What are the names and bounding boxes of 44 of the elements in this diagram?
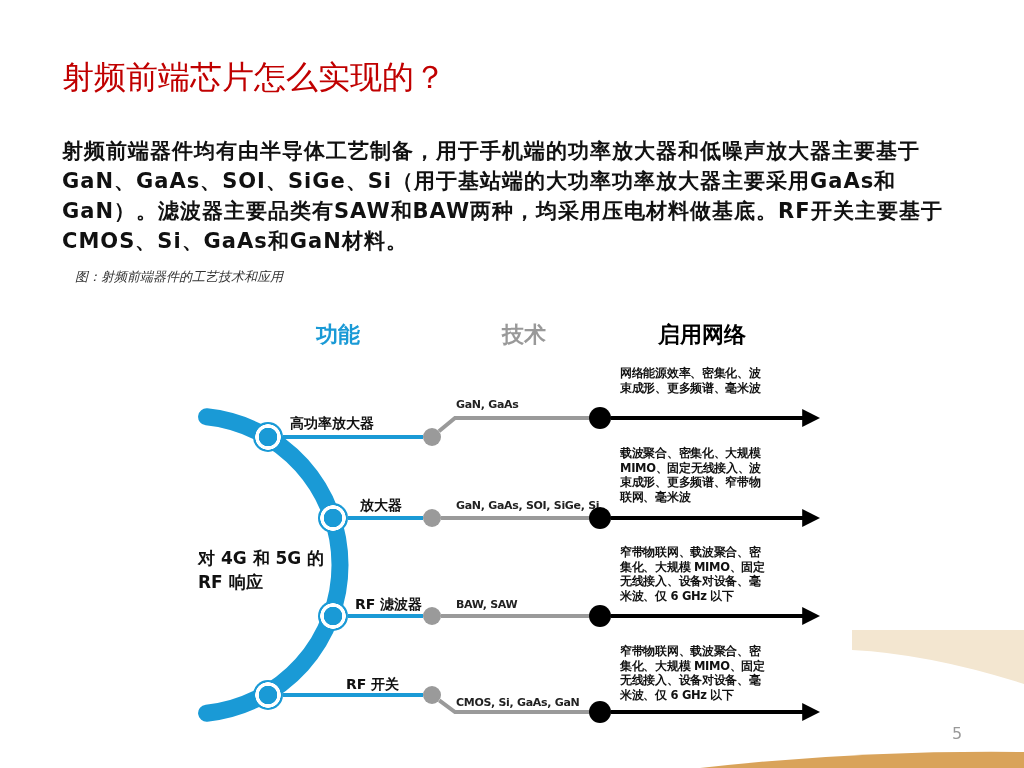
figure-caption: 图：射频前端器件的工艺技术和应用	[75, 268, 283, 286]
body-paragraph: 射频前端器件均有由半导体工艺制备，用于手机端的功率放大器和低噪声放大器主要基于GaN、GaAs、SOI、SiGe、Si（用于基站端的大功率功率放大器主要采用GaAs和GaN）。滤波器主要品类有SAW和BAW两种，均采用压电材料做基底。RF开关主要基于CMOS、Si、GaAs和GaN材料。	[62, 138, 944, 255]
connector-line	[283, 693, 423, 697]
arrow	[611, 409, 821, 427]
tech-dot	[423, 686, 441, 704]
technology-label: GaN, GaAs, SOI, SiGe, Si	[456, 499, 600, 512]
page-number: 5	[952, 724, 963, 743]
station-circle	[253, 680, 283, 710]
function-label: 高功率放大器	[290, 415, 374, 433]
network-feature-text: 窄带物联网、载波聚合、密集化、大规模 MIMO、固定无线接入、设备对设备、毫米波、仅 6 GHz 以下	[620, 644, 766, 702]
network-feature-text: 网络能源效率、密集化、波束成形、更多频谱、毫米波	[620, 366, 762, 395]
connector-line	[283, 435, 423, 439]
technology-label: GaN, GaAs	[456, 398, 519, 411]
connector-line	[437, 416, 589, 433]
arrow	[611, 607, 821, 625]
center-label: 对 4G 和 5G 的 RF 响应	[198, 547, 326, 594]
column-header: 启用网络	[658, 321, 746, 349]
arrow	[611, 509, 821, 527]
tech-dot	[423, 509, 441, 527]
connector-line	[441, 614, 589, 618]
function-label: RF 开关	[346, 676, 400, 694]
arrow	[611, 703, 821, 721]
slide-title: 射频前端芯片怎么实现的？	[62, 57, 446, 98]
network-dot	[589, 407, 611, 429]
connector-line	[438, 698, 589, 714]
network-dot	[589, 701, 611, 723]
function-label: 放大器	[360, 497, 402, 515]
station-circle	[318, 503, 348, 533]
network-feature-text: 窄带物联网、载波聚合、密集化、大规模 MIMO、固定无线接入、设备对设备、毫米波、仅 6 GHz 以下	[620, 545, 766, 603]
network-dot	[589, 507, 611, 529]
connector-line	[348, 516, 423, 520]
technology-label: BAW, SAW	[456, 598, 518, 611]
network-dot	[589, 605, 611, 627]
station-circle	[318, 601, 348, 631]
technology-label: CMOS, Si, GaAs, GaN	[456, 696, 580, 709]
tech-dot	[423, 428, 441, 446]
connector-line	[441, 516, 589, 520]
station-circle	[253, 422, 283, 452]
column-header: 技术	[502, 321, 546, 349]
network-feature-text: 载波聚合、密集化、大规模MIMO、固定无线接入、波束成形、更多频谱、窄带物联网、毫米波	[620, 446, 763, 504]
connector-line	[348, 614, 423, 618]
column-header: 功能	[316, 321, 360, 349]
tech-dot	[423, 607, 441, 625]
function-label: RF 滤波器	[355, 596, 423, 614]
